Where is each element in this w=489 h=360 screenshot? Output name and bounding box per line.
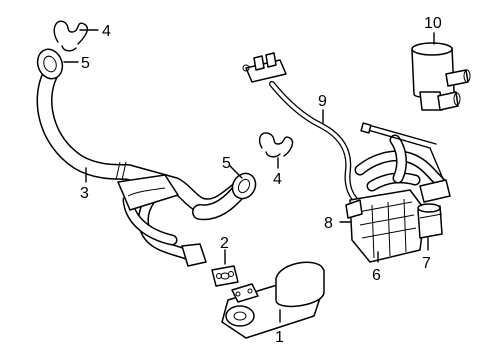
callout-10: 10 [424,15,442,32]
callout-4-middle: 4 [273,171,282,188]
part-2-gasket [211,265,239,287]
callout-8: 8 [324,215,333,232]
leader-lines [63,29,435,323]
part-3-air-hose [36,67,248,267]
callout-1: 1 [275,329,284,346]
callout-3: 3 [80,185,89,202]
callout-2: 2 [220,235,229,252]
callout-labels: 4 5 3 5 4 2 1 9 8 6 7 10 [80,15,442,346]
part-5-middle-fitting [192,172,257,221]
leader-5-middle [229,165,243,179]
part-5-upper-fitting [36,48,64,80]
callout-6: 6 [372,267,381,284]
part-4-middle-clamp [258,132,294,158]
part-10-solenoid [411,42,471,111]
part-7-filter [417,203,443,239]
part-9-vapor-tube [242,52,365,208]
part-6-canister [345,122,451,263]
callout-4-upper: 4 [102,23,111,40]
callout-7: 7 [422,255,431,272]
part-4-upper-clamp [53,20,88,52]
callout-9: 9 [318,93,327,110]
callout-5-upper: 5 [81,55,90,72]
callout-5-middle: 5 [222,155,231,172]
part-1-valve [221,261,325,339]
